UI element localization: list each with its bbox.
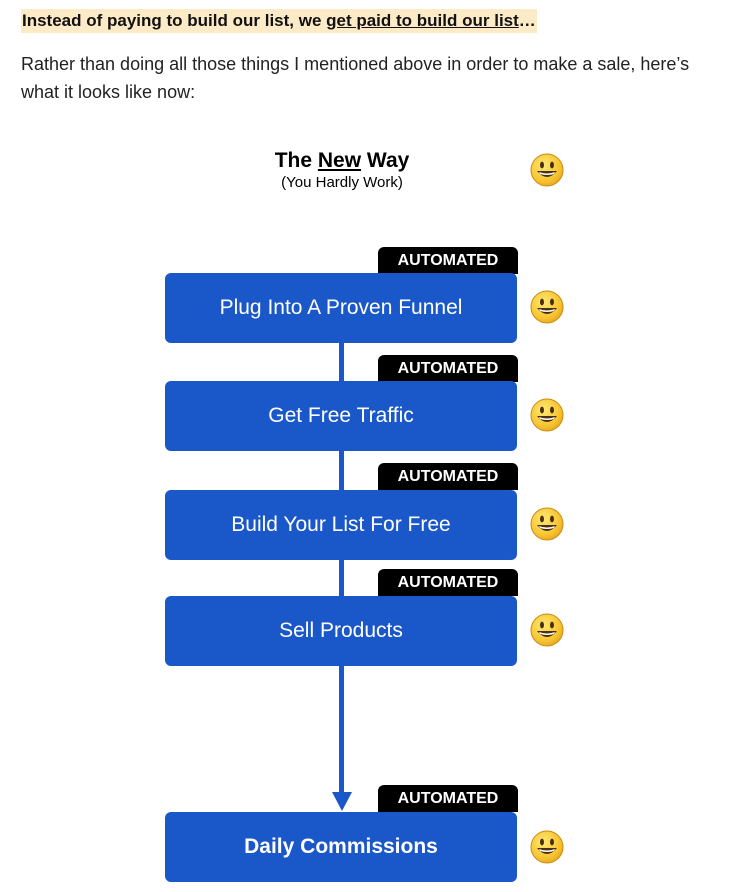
diagram-title-block: The New Way (You Hardly Work) bbox=[250, 148, 434, 192]
headline-text-start: Instead of paying to build our list, we bbox=[22, 11, 327, 30]
flow-connector bbox=[339, 343, 344, 383]
diagram-subtitle: (You Hardly Work) bbox=[281, 174, 403, 191]
flow-connector bbox=[339, 450, 344, 492]
headline-emphasis: get paid to build our list bbox=[326, 11, 519, 30]
step-plug-into-funnel: Plug Into A Proven Funnel bbox=[165, 273, 517, 343]
diagram-title-emphasis: New bbox=[317, 149, 362, 172]
step-daily-commissions: Daily Commissions bbox=[165, 812, 517, 882]
arrow-down-icon bbox=[332, 792, 352, 811]
intro-paragraph: Rather than doing all those things I men… bbox=[21, 54, 690, 102]
flow-connector bbox=[339, 560, 344, 600]
smiley-face-icon bbox=[530, 613, 564, 647]
automated-tag: AUTOMATED bbox=[378, 569, 518, 596]
step-build-list: Build Your List For Free bbox=[165, 490, 517, 560]
smiley-face-icon bbox=[530, 398, 564, 432]
smiley-face-icon bbox=[530, 290, 564, 324]
diagram-title: The New Way bbox=[274, 149, 410, 172]
step-sell-products: Sell Products bbox=[165, 596, 517, 666]
smiley-face-icon bbox=[530, 830, 564, 864]
smiley-face-icon bbox=[530, 507, 564, 541]
flow-connector bbox=[339, 666, 344, 794]
automated-tag: AUTOMATED bbox=[378, 785, 518, 812]
headline: Instead of paying to build our list, we … bbox=[21, 9, 537, 33]
automated-tag: AUTOMATED bbox=[378, 247, 518, 274]
automated-tag: AUTOMATED bbox=[378, 355, 518, 382]
headline-ellipsis: … bbox=[518, 11, 536, 30]
step-free-traffic: Get Free Traffic bbox=[165, 381, 517, 451]
smiley-face-icon bbox=[530, 153, 564, 187]
automated-tag: AUTOMATED bbox=[378, 463, 518, 490]
